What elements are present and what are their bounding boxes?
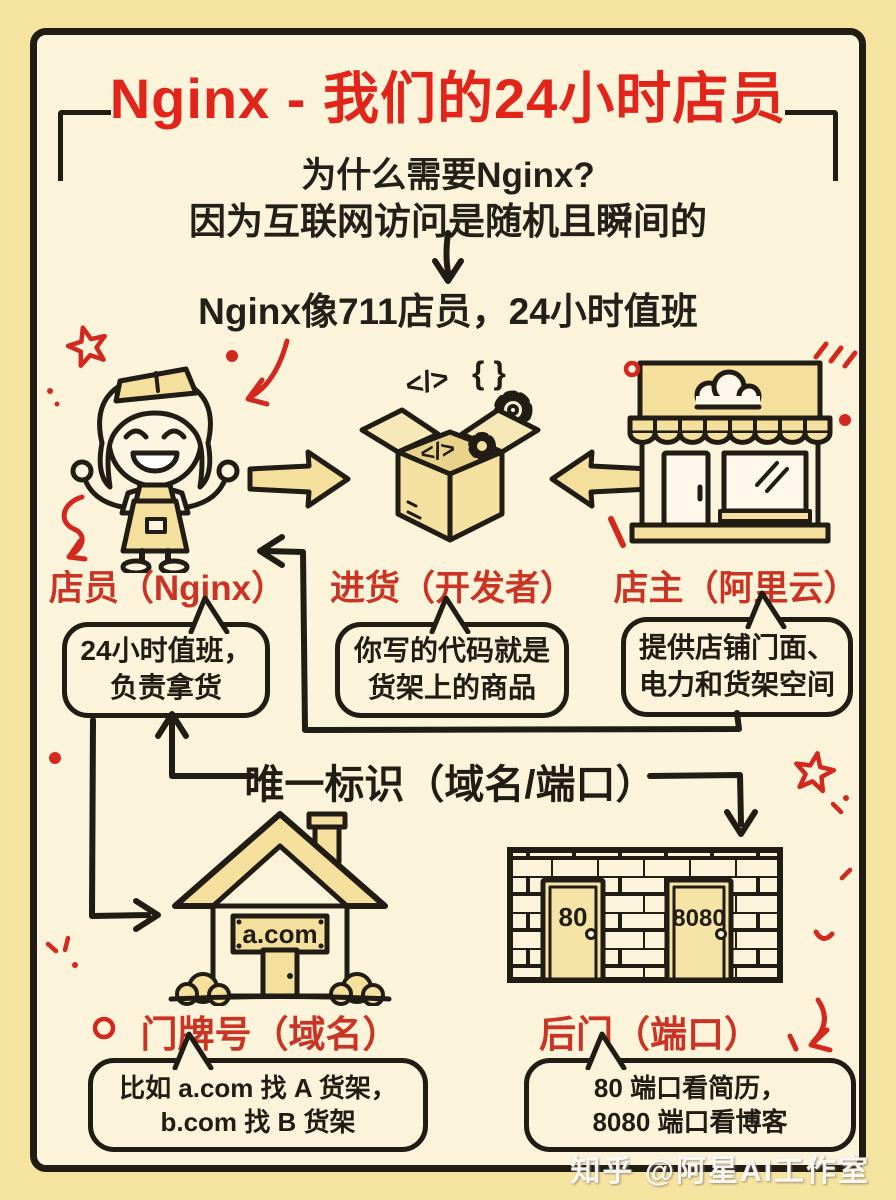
bubble-tail	[188, 595, 230, 634]
bubble-tail	[172, 1031, 214, 1070]
bubble-text-line: 8080 端口看博客	[592, 1107, 788, 1137]
wall-illustration: 80 8080	[507, 847, 783, 983]
domain-speech-bubble: 比如 a.com 找 A 货架， b.com 找 B 货架	[88, 1031, 428, 1152]
house-illustration: a.com	[168, 811, 392, 1006]
identifier-heading: 唯一标识（域名/端口）	[244, 763, 656, 807]
clerk-illustration	[70, 366, 240, 573]
gear-small-icon	[468, 432, 496, 460]
corner-bracket-right	[785, 110, 838, 181]
arrow-right-icon	[247, 449, 351, 509]
owner-speech-bubble: 提供店铺门面、 电力和货架空间	[621, 590, 853, 717]
cloud-icon	[694, 369, 762, 410]
bubble-tail	[585, 1031, 627, 1070]
label-clerk: 店员（Nginx）	[48, 569, 287, 608]
door-80-number: 80	[559, 902, 588, 932]
braces-icon: { }	[472, 355, 506, 391]
bubble-text-line: 80 端口看简历，	[593, 1072, 787, 1103]
port-speech-bubble: 80 端口看简历， 8080 端口看博客	[524, 1031, 856, 1152]
package-box-illustration: </> { } </>	[359, 355, 541, 543]
intro-question: 为什么需要Nginx?	[301, 156, 595, 195]
domain-sign: a.com	[230, 913, 330, 955]
bubble-text-line: 你写的代码就是	[353, 635, 550, 667]
bubble-tail	[429, 595, 471, 634]
page-title: Nginx - 我们的24小时店员	[109, 67, 787, 130]
watermark: 知乎 @阿星AI工作室	[570, 1155, 870, 1188]
intro-analogy: Nginx像711店员，24小时值班	[198, 291, 698, 332]
domain-sign-text: a.com	[242, 919, 317, 949]
label-domain: 门牌号（域名）	[140, 1014, 400, 1055]
bubble-text-line: 电力和货架空间	[638, 669, 835, 700]
code-icon: </>	[403, 362, 452, 403]
store-illustration	[627, 360, 833, 544]
bubble-tail	[745, 590, 787, 629]
bubble-text-line: 比如 a.com 找 A 货架，	[119, 1072, 397, 1103]
bubble-text-line: 货架上的商品	[367, 672, 536, 703]
store-window	[721, 450, 809, 514]
developer-speech-bubble: 你写的代码就是 货架上的商品	[335, 595, 569, 718]
bubble-text-line: 24小时值班，	[80, 635, 252, 667]
corner-bracket-left	[58, 110, 111, 181]
door-8080-number: 8080	[672, 905, 725, 932]
bubble-text-line: b.com 找 B 货架	[160, 1107, 356, 1137]
port-door-80: 80	[540, 877, 606, 983]
label-owner: 店主（阿里云）	[613, 569, 859, 608]
clerk-speech-bubble: 24小时值班， 负责拿货	[62, 595, 270, 718]
bubble-text-line: 负责拿货	[109, 672, 222, 703]
intro-reason: 因为互联网访问是随机且瞬间的	[189, 201, 707, 242]
port-door-8080: 8080	[664, 877, 734, 983]
house-door	[260, 947, 300, 999]
bubble-text-line: 提供店铺门面、	[638, 632, 835, 664]
label-port: 后门（端口）	[539, 1014, 761, 1055]
